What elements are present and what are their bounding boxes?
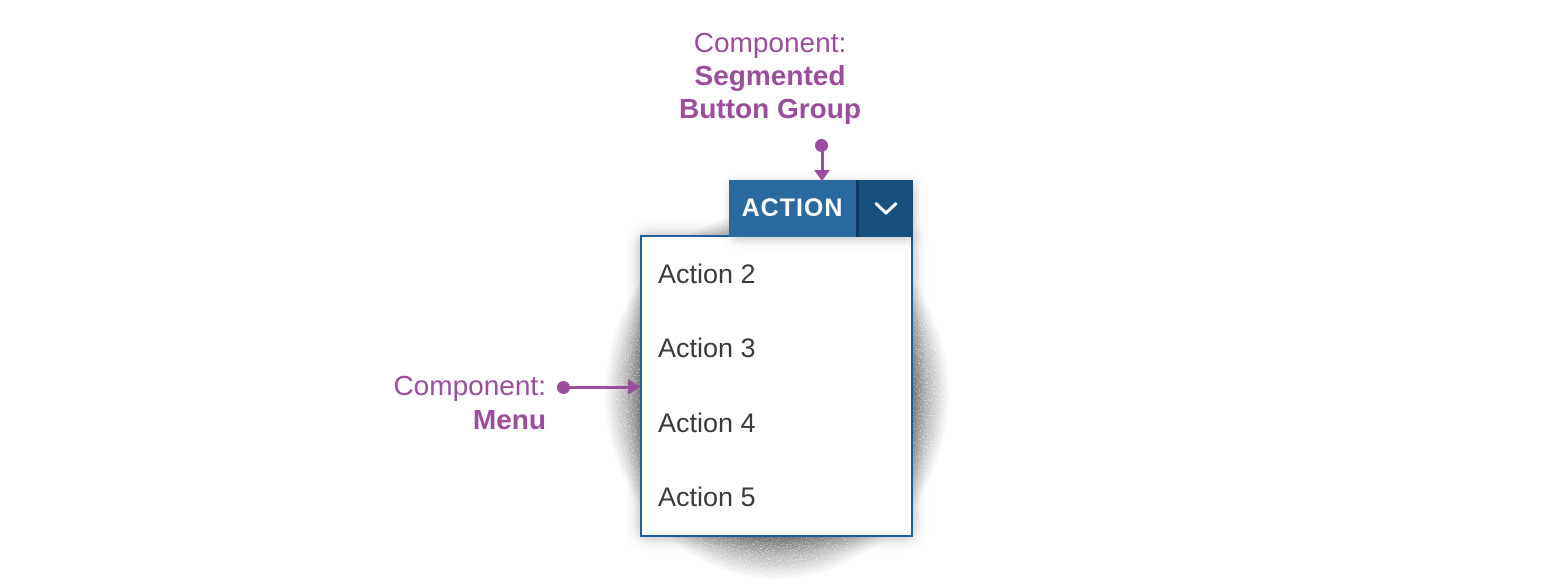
menu-item-action-2[interactable]: Action 2 bbox=[642, 237, 911, 312]
menu-item-action-5[interactable]: Action 5 bbox=[642, 460, 911, 535]
annotation-component-name-line2: Button Group bbox=[679, 93, 861, 124]
connector-stem bbox=[821, 149, 824, 172]
segmented-button-group-annotation: Component: Segmented Button Group bbox=[645, 26, 895, 125]
segment-divider bbox=[856, 180, 859, 237]
annotation-component-name: Menu bbox=[472, 404, 546, 435]
menu-item-action-3[interactable]: Action 3 bbox=[642, 311, 911, 386]
chevron-down-icon bbox=[874, 201, 898, 215]
connector-dot bbox=[815, 139, 828, 152]
menu-annotation: Component: Menu bbox=[326, 369, 546, 437]
connector-dot bbox=[557, 381, 570, 394]
connector-line bbox=[568, 386, 630, 389]
action-button[interactable]: ACTION bbox=[729, 180, 856, 237]
annotation-prefix: Component: bbox=[393, 370, 546, 401]
annotation-prefix: Component: bbox=[693, 27, 847, 58]
dropdown-toggle-button[interactable] bbox=[859, 180, 913, 237]
segmented-button-group: ACTION bbox=[729, 180, 913, 237]
arrowhead-down-icon bbox=[814, 170, 830, 181]
arrowhead-right-icon bbox=[628, 379, 640, 395]
dropdown-menu: Action 2 Action 3 Action 4 Action 5 bbox=[640, 235, 913, 537]
menu-item-action-4[interactable]: Action 4 bbox=[642, 386, 911, 461]
annotation-component-name-line1: Segmented bbox=[694, 60, 846, 91]
